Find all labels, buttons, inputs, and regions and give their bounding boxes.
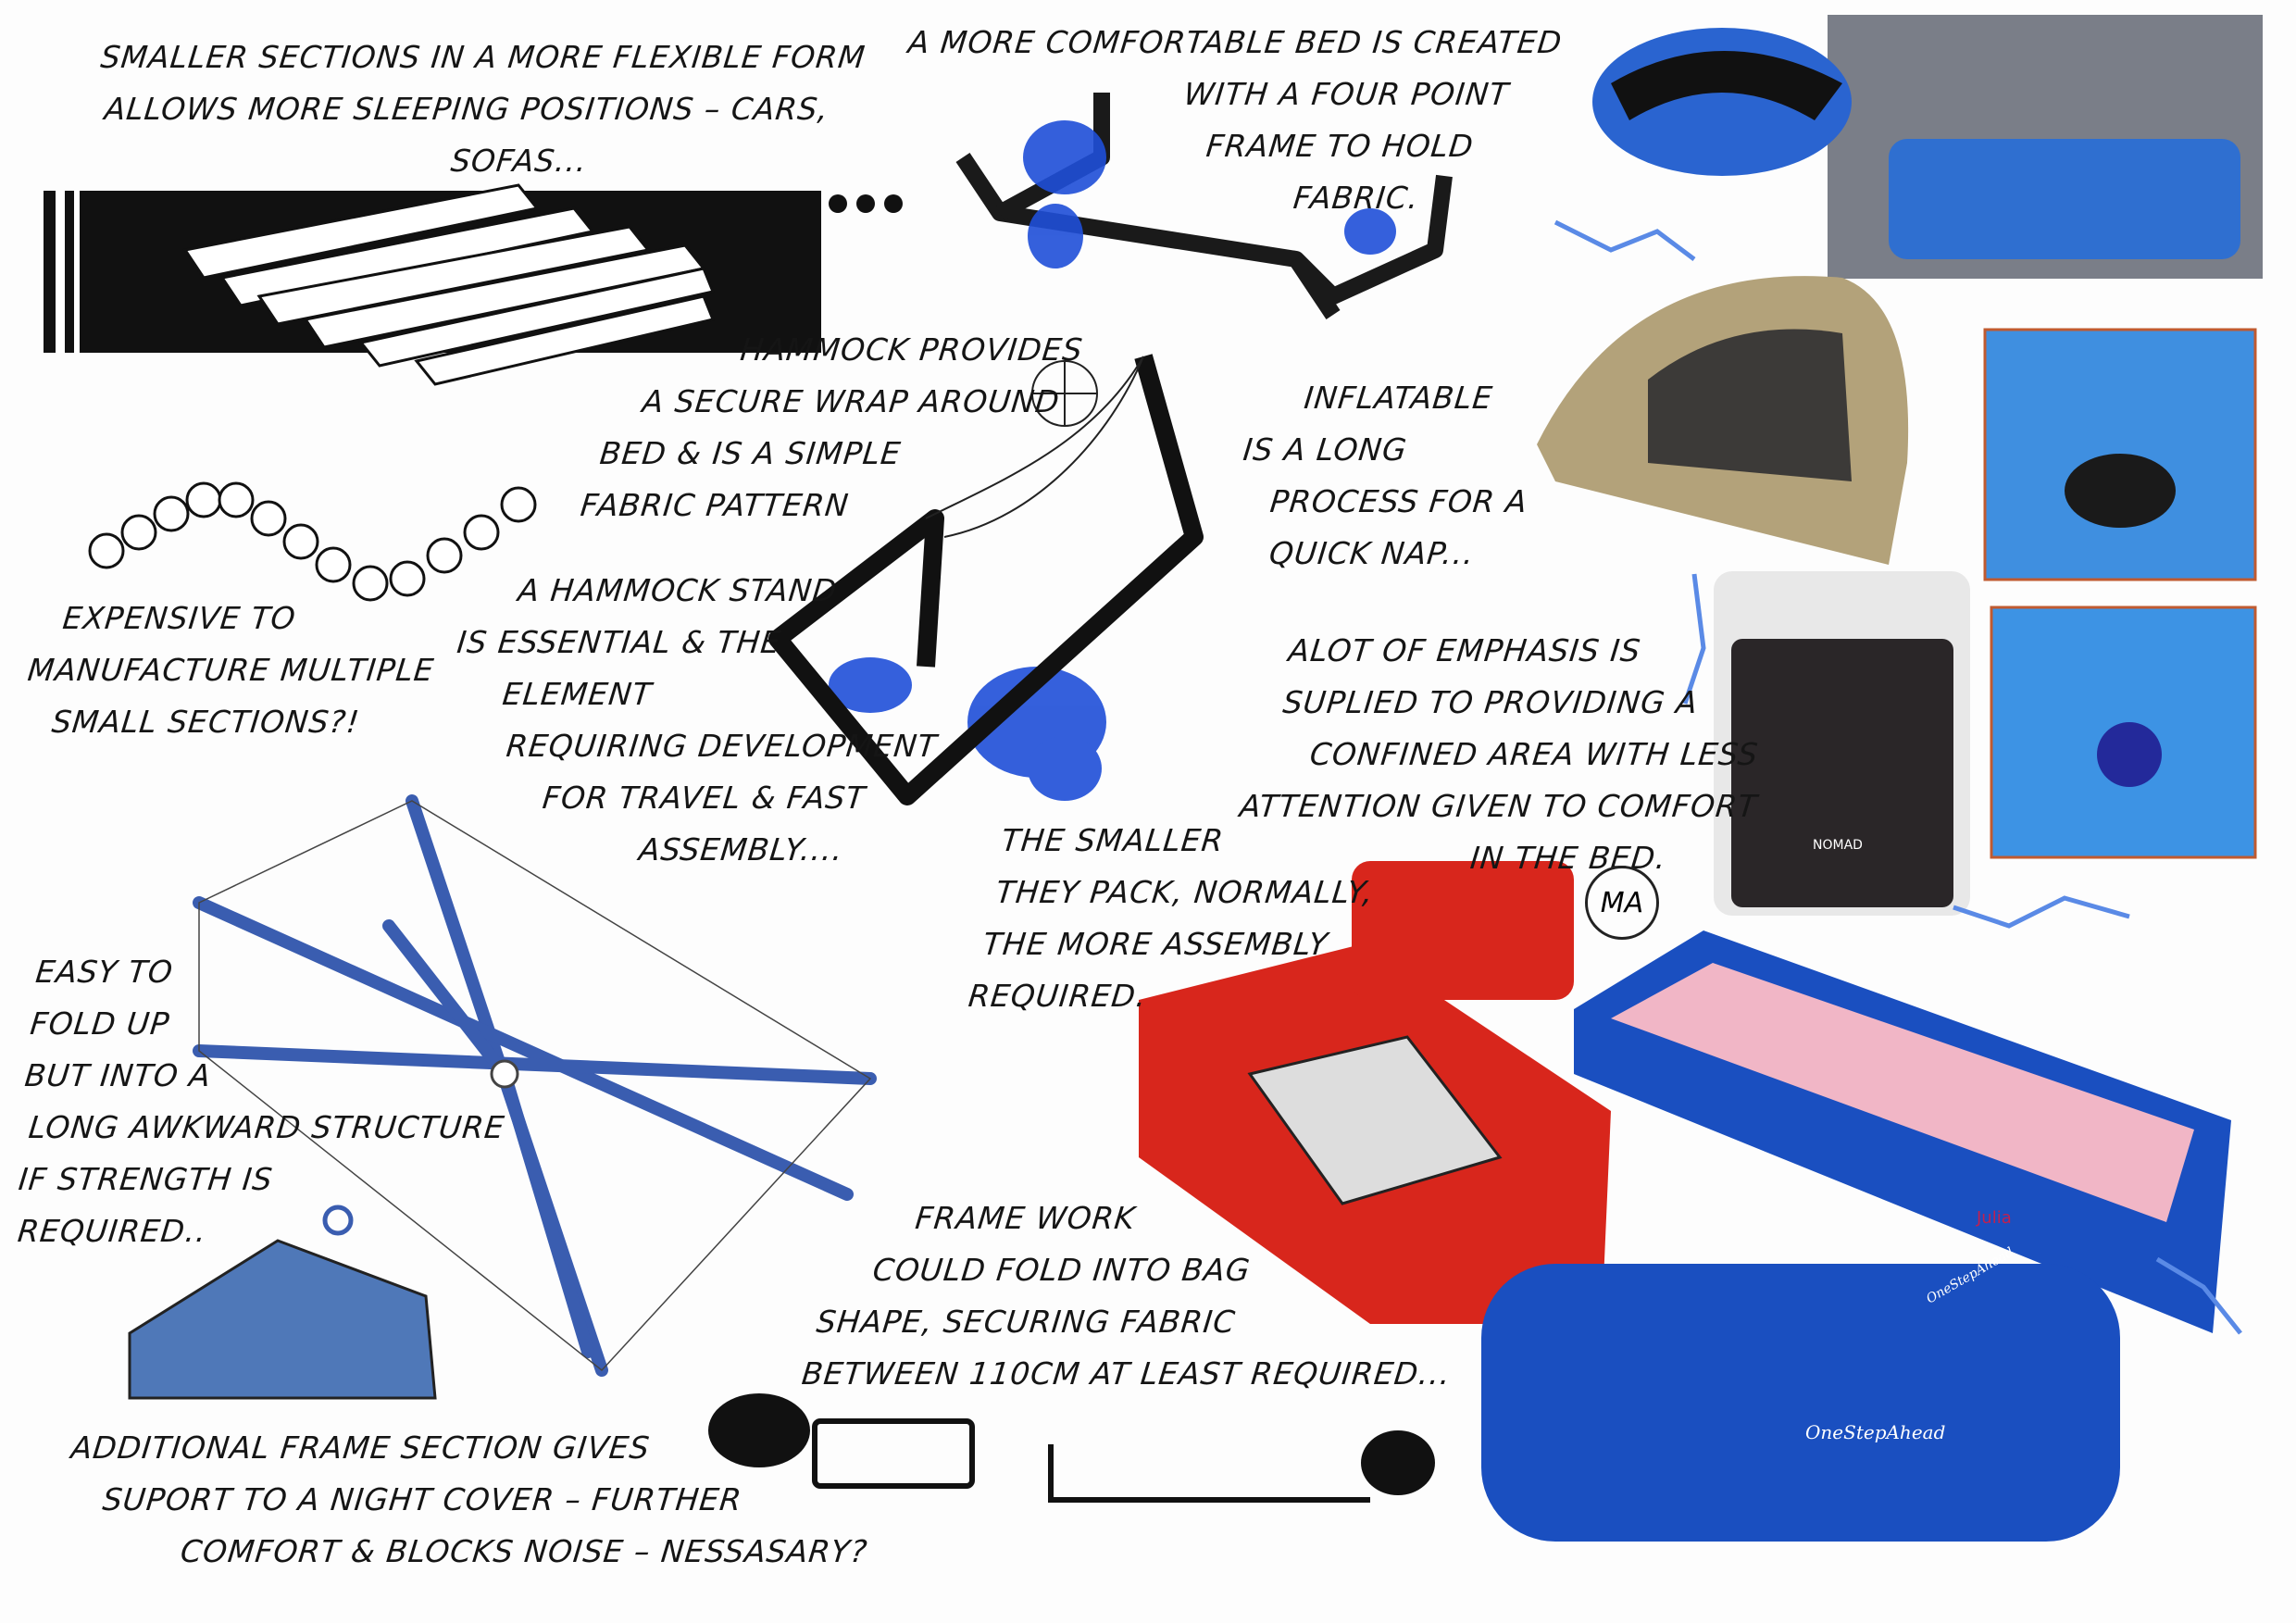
note-line: Alot of emphasis is — [1286, 632, 1643, 668]
note-line: Expensive to — [60, 600, 298, 636]
note-line: bed & is a simple — [598, 435, 904, 471]
photo-blue-carry-bag — [1481, 1264, 2120, 1542]
note-flexible-sections: Smaller sections in a more flexible form… — [87, 31, 868, 187]
note-line: allows more sleeping positions – cars, — [103, 91, 831, 127]
note-line: but into a — [22, 1057, 214, 1093]
note-line: they pack, normally, — [993, 874, 1376, 910]
note-line: for travel & fast — [541, 780, 867, 816]
name-tag-label: Julia — [1977, 1208, 2012, 1228]
blue-lightning-doodles — [1554, 219, 2242, 1335]
bag-brand-label: OneStepAhead — [1805, 1421, 1946, 1443]
note-line: frame to hold — [1204, 128, 1476, 164]
note-line: long awkward structure — [27, 1109, 507, 1145]
note-line: with a four point — [1181, 76, 1511, 112]
note-line: small sections?! — [50, 704, 362, 740]
photo-inflating-pump — [1983, 328, 2257, 581]
note-line: between 110cm at least required... — [800, 1355, 1453, 1392]
note-hammock-stand: A hammock stand is essential & the eleme… — [455, 565, 955, 876]
note-line: quick nap... — [1267, 535, 1477, 571]
note-expensive: Expensive to manufacture multiple small … — [26, 593, 443, 748]
note-line: if strength is — [17, 1161, 275, 1197]
note-line: The smaller — [999, 822, 1226, 858]
note-line: Smaller sections in a more flexible form — [98, 39, 867, 75]
note-line: Additional frame section gives — [69, 1429, 652, 1466]
note-line: manufacture multiple — [26, 652, 437, 688]
note-line: Hammock provides — [738, 331, 1085, 368]
note-line: fold up — [28, 1005, 172, 1042]
note-line: fabric pattern — [579, 487, 851, 523]
note-line: could fold into bag — [870, 1252, 1253, 1288]
note-frame-work: Frame work could fold into bag shape, se… — [800, 1192, 1469, 1400]
hammock-fabric-sketch — [925, 356, 1144, 538]
roller-sections-sketch — [88, 481, 537, 602]
initials-signature: MA — [1585, 866, 1659, 940]
note-line: Easy to — [33, 954, 175, 990]
note-hammock: Hammock provides a secure wrap around be… — [579, 324, 1085, 531]
note-line: suplied to providing a — [1280, 684, 1701, 720]
product-photos — [1139, 15, 2263, 1542]
note-easy-fold: Easy to fold up but into a long awkward … — [6, 946, 523, 1257]
note-line: requiring development — [505, 728, 940, 764]
note-line: assembly.... — [637, 831, 845, 868]
note-line: process for a — [1268, 483, 1530, 519]
bag-frame-sketches — [812, 1418, 1370, 1503]
note-line: required.. — [16, 1213, 209, 1249]
note-line: suport to a night cover – further — [101, 1481, 744, 1517]
note-line: required. — [967, 978, 1149, 1014]
note-line: is a long — [1241, 431, 1409, 468]
blue-ink-splats — [829, 120, 1396, 801]
note-line: a secure wrap around — [640, 383, 1062, 419]
note-line: sofas... — [449, 143, 590, 179]
flexible-sections-sketch — [44, 183, 903, 386]
note-smaller-pack: The smaller they pack, normally, the mor… — [966, 815, 1381, 1022]
note-line: fabric. — [1292, 180, 1421, 216]
hammock-stand-sketch — [768, 354, 1204, 805]
note-line: confined area with less — [1308, 736, 1761, 772]
note-comfortable-bed-title: A more comfortable bed is created — [906, 24, 1565, 60]
note-line: comfort & blocks noise – nessasary? — [179, 1533, 870, 1569]
note-line: the more assembly — [981, 926, 1330, 962]
note-line: element — [500, 676, 655, 712]
note-line: is essential & the — [455, 624, 783, 660]
note-inflatable: Inflatable is a long process for a quick… — [1242, 372, 1541, 580]
note-comfortable-bed: with a four point frame to hold fabric. — [1170, 69, 1512, 224]
note-line: Frame work — [913, 1200, 1138, 1236]
nomad-brand-label: NOMAD — [1813, 838, 1863, 853]
note-line: Inflatable — [1302, 380, 1495, 416]
note-additional-frame: Additional frame section gives suport to… — [57, 1422, 881, 1578]
night-cover-sketch — [128, 1205, 437, 1400]
note-line: A hammock stand — [516, 572, 840, 608]
note-line: shape, securing fabric — [815, 1304, 1238, 1340]
